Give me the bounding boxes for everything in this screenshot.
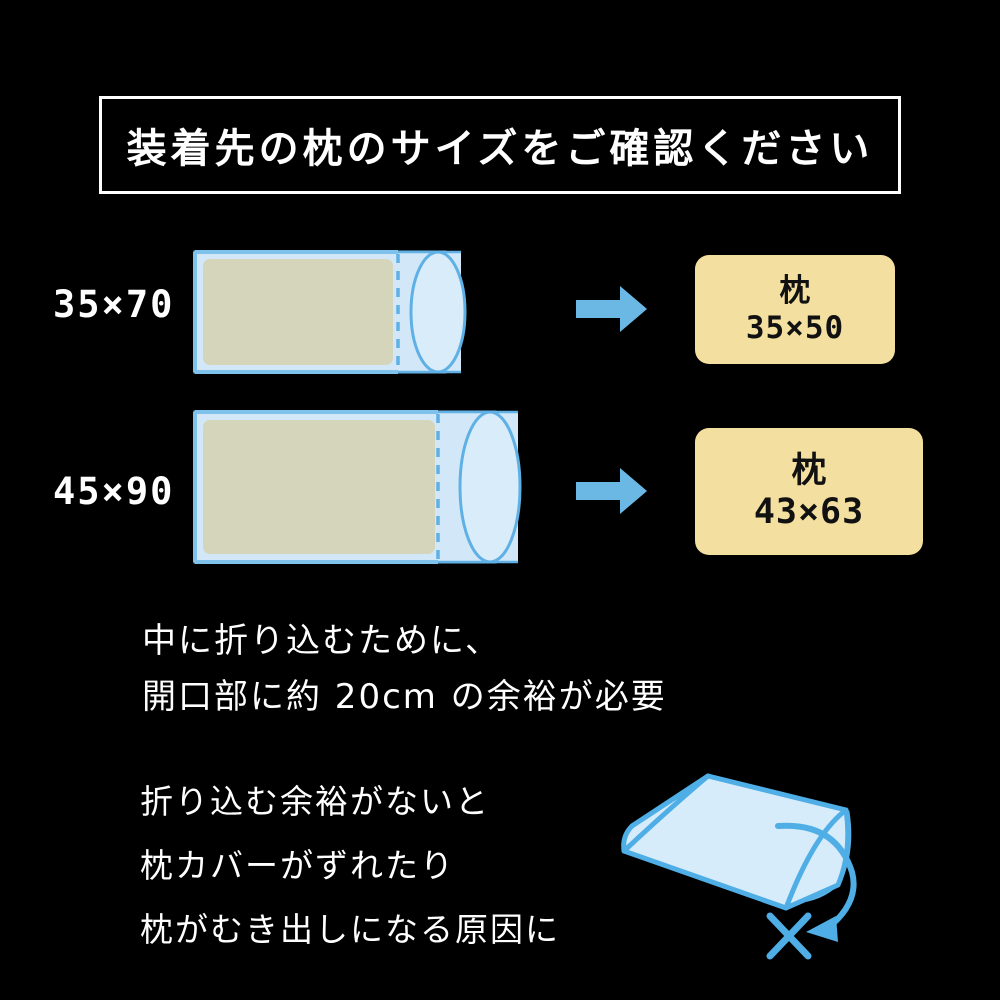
pillow-case-diagram-1 <box>193 248 493 376</box>
note-lower-line-2: 枕カバーがずれたり <box>140 846 455 885</box>
result-pillow-box-2: 枕 43×63 <box>695 428 923 555</box>
note-lower-line-3: 枕がむき出しになる原因に <box>140 910 560 949</box>
pillow-case-diagram-2 <box>193 408 553 566</box>
note-block-lower: 折り込む余裕がないと 枕カバーがずれたり 枕がむき出しになる原因に <box>140 770 560 962</box>
result-pillow-size-1: 35×50 <box>745 309 845 346</box>
arrow-right-icon-2 <box>576 467 648 519</box>
result-pillow-box-1: 枕 35×50 <box>695 255 895 364</box>
note-lower-line-1: 折り込む余裕がないと <box>140 782 490 821</box>
result-pillow-title-1: 枕 <box>779 272 811 309</box>
case-size-label-2: 45×90 <box>53 470 175 513</box>
cross-mark-icon <box>766 912 812 960</box>
note-block-upper: 中に折り込むために、 開口部に約 20cm の余裕が必要 <box>142 613 667 725</box>
note-upper-line-1: 中に折り込むために、 <box>142 621 501 661</box>
result-pillow-size-2: 43×63 <box>753 491 865 532</box>
title-banner: 装着先の枕のサイズをご確認ください <box>99 96 901 194</box>
result-pillow-title-2: 枕 <box>791 450 827 491</box>
note-upper-line-2: 開口部に約 20cm の余裕が必要 <box>142 677 667 717</box>
case-size-label-1: 35×70 <box>53 283 175 326</box>
pillow-slipping-illustration <box>600 750 930 980</box>
page-title: 装着先の枕のサイズをご確認ください <box>126 126 874 172</box>
arrow-right-icon-1 <box>576 285 648 337</box>
